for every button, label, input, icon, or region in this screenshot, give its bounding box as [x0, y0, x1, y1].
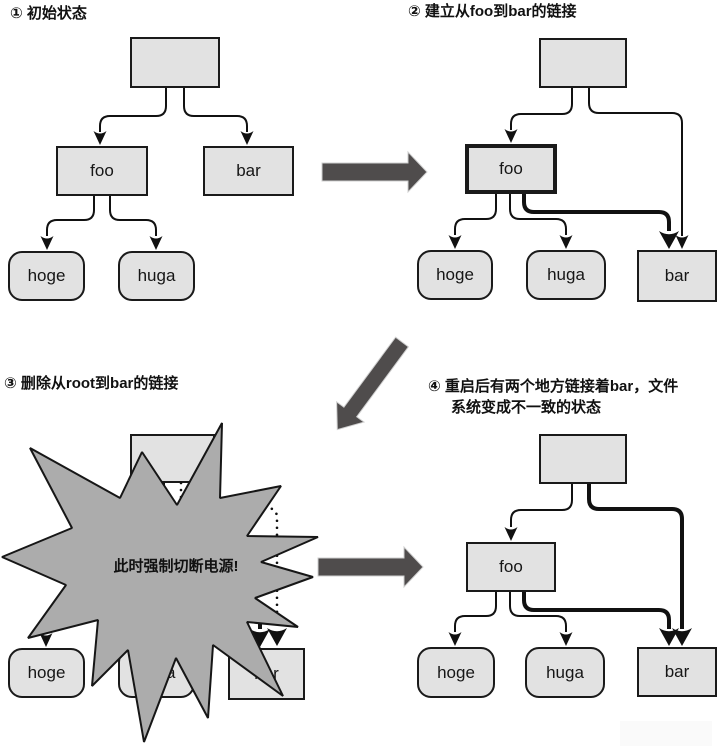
- p2-foo-to-hoge-arrowhead: [448, 235, 462, 249]
- p4-bar-label: bar: [664, 662, 690, 681]
- p1-hoge-node: hoge: [8, 251, 85, 301]
- p4-bar-node: bar: [637, 647, 717, 697]
- p2-foo-label: foo: [499, 159, 523, 178]
- p4-foo-to-hoge-arrow: [454, 592, 497, 632]
- p4-foo-to-bar-link-arrow: [522, 592, 671, 629]
- p2-root-to-foo-arrow: [510, 88, 573, 130]
- panel4-title: ④ 重启后有两个地方链接着bar，文件 系统变成不一致的状态: [428, 376, 720, 418]
- p4-root-to-bar-link-arrowhead: [672, 628, 692, 646]
- p2-root-to-foo-arrowhead: [504, 129, 518, 143]
- panel2-title: ② 建立从foo到bar的链接: [408, 3, 577, 20]
- p2-bar-label: bar: [664, 266, 690, 285]
- p2-root-to-bar-arrow: [588, 88, 683, 236]
- p2-foo-node: foo: [465, 144, 557, 194]
- p3-hoge-label: hoge: [27, 663, 66, 682]
- p1-huga-node: huga: [118, 251, 195, 301]
- p3-huga-node: huga: [118, 648, 195, 698]
- panel1-title: ① 初始状态: [10, 5, 87, 22]
- p4-root-to-foo-arrow: [510, 484, 573, 527]
- p2-huga-label: huga: [547, 265, 585, 284]
- p2-foo-to-bar-link-arrow: [522, 194, 671, 231]
- p4-foo-to-hoge-arrowhead: [448, 632, 462, 646]
- p1-foo-to-huga-arrow: [109, 196, 157, 236]
- p3-hoge-node: hoge: [8, 648, 85, 698]
- panel4-title-line1: ④ 重启后有两个地方链接着bar，文件: [428, 378, 679, 395]
- p3-root-to-bar-deleted-arrowhead: [267, 628, 287, 646]
- p3-root-node: [130, 434, 215, 483]
- p3-root-to-bar-deleted-link: [179, 481, 279, 618]
- p4-foo-label: foo: [499, 557, 523, 576]
- p1-foo-to-hoge-arrowhead: [40, 236, 54, 250]
- transition-arrow-3-to-4: [317, 545, 424, 589]
- p3-bar-label: bar: [254, 664, 279, 683]
- p2-root-to-bar-arrowhead: [675, 235, 689, 249]
- p2-foo-to-huga-arrowhead: [559, 235, 573, 249]
- p4-foo-to-huga-arrow: [509, 592, 567, 632]
- p2-bar-node: bar: [637, 250, 717, 302]
- p4-hoge-node: hoge: [417, 647, 495, 698]
- panel3-title: ③ 删除从root到bar的链接: [4, 375, 179, 392]
- p1-bar-node: bar: [203, 146, 294, 196]
- p1-hoge-label: hoge: [27, 266, 66, 285]
- p1-foo-to-huga-arrowhead: [149, 236, 163, 250]
- p4-huga-node: huga: [525, 647, 605, 698]
- p3-foo-to-huga-arrowhead: [149, 633, 163, 647]
- p4-foo-to-huga-arrowhead: [559, 632, 573, 646]
- p4-root-to-bar-link-arrow: [587, 484, 684, 629]
- p2-foo-to-hoge-arrow: [454, 194, 497, 235]
- p3-bar-node: bar: [228, 648, 305, 700]
- transition-arrow-2-to-3: [336, 336, 410, 431]
- p1-root-to-foo-arrow: [99, 88, 167, 132]
- faint-artifact: [620, 721, 712, 746]
- p4-foo-node: foo: [466, 542, 556, 592]
- p4-root-to-foo-arrowhead: [504, 527, 518, 541]
- p1-foo-label: foo: [90, 161, 114, 180]
- p3-foo-to-bar-link-arrowhead: [250, 629, 270, 647]
- p1-bar-label: bar: [236, 161, 261, 180]
- p3-foo-to-huga-arrow: [99, 592, 157, 633]
- power-cut-text: 此时强制切断电源!: [113, 558, 239, 575]
- transition-arrow-1-to-2: [321, 150, 428, 194]
- p2-foo-to-huga-arrow: [509, 194, 567, 235]
- p2-hoge-label: hoge: [436, 265, 474, 284]
- p1-foo-node: foo: [56, 146, 148, 196]
- p2-foo-to-bar-link-arrowhead: [659, 231, 679, 249]
- p3-foo-to-hoge-arrowhead: [39, 633, 53, 647]
- p4-huga-label: huga: [546, 662, 584, 682]
- panel4-title-line2: 系统变成不一致的状态: [451, 399, 602, 416]
- p1-root-to-bar-arrowhead: [240, 131, 254, 145]
- p3-root-to-foo-arrow: [101, 483, 165, 527]
- p1-root-node: [130, 37, 220, 88]
- p2-hoge-node: hoge: [417, 250, 493, 300]
- p3-foo-to-hoge-arrow: [45, 592, 89, 633]
- p4-hoge-label: hoge: [437, 662, 475, 682]
- p2-huga-node: huga: [526, 250, 606, 300]
- p4-root-node: [539, 434, 627, 484]
- p1-foo-to-hoge-arrow: [46, 196, 95, 236]
- p1-root-to-bar-arrow: [183, 88, 248, 132]
- p3-foo-to-bar-link-arrow: [111, 592, 262, 629]
- p3-huga-label: huga: [137, 663, 176, 682]
- p3-root-to-foo-arrowhead: [95, 527, 109, 541]
- p1-root-to-foo-arrowhead: [93, 131, 107, 145]
- p1-huga-label: huga: [137, 266, 176, 285]
- p4-foo-to-bar-link-arrowhead: [659, 628, 679, 646]
- p2-root-node: [539, 38, 627, 88]
